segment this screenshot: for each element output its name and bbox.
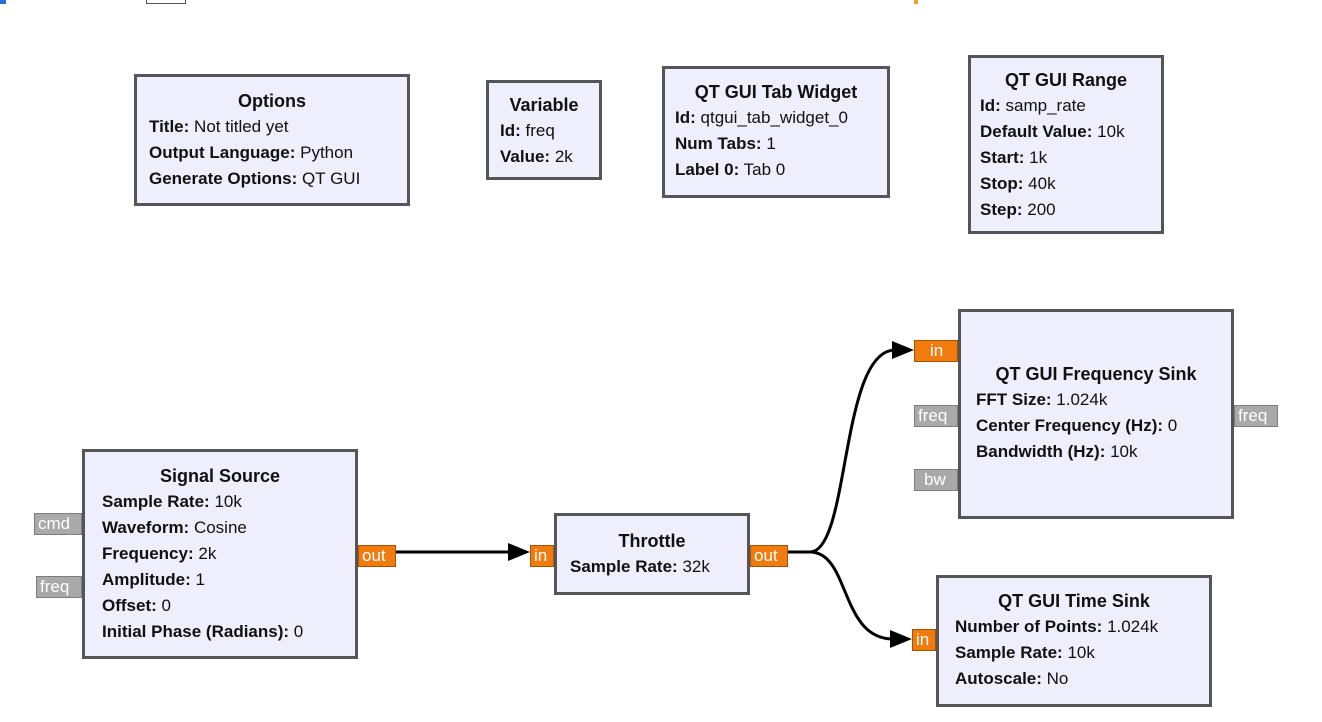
wire-throttle-to-freq-sink[interactable] (788, 348, 896, 554)
throttle-out-port[interactable]: out (750, 545, 788, 567)
param-row: Generate Options: QT GUI (149, 169, 361, 188)
param-row: Sample Rate: 32k (570, 557, 710, 576)
param-row: Id: freq (500, 121, 555, 140)
range-block[interactable]: QT GUI Range Id: samp_rate Default Value… (968, 55, 1164, 234)
param-row: Value: 2k (500, 147, 573, 166)
param-row: Title: Not titled yet (149, 117, 289, 136)
param-row: Sample Rate: 10k (955, 643, 1095, 662)
time-sink-block[interactable]: QT GUI Time Sink Number of Points: 1.024… (936, 575, 1212, 707)
toolbar-remnant-box (146, 0, 186, 4)
block-title: QT GUI Frequency Sink (995, 364, 1197, 384)
param-row: Waveform: Cosine (102, 518, 247, 537)
toolbar-remnant-left (0, 0, 6, 4)
time-sink-in-port[interactable]: in (912, 629, 936, 651)
tab-widget-block[interactable]: QT GUI Tab Widget Id: qtgui_tab_widget_0… (662, 66, 890, 198)
param-row: Bandwidth (Hz): 10k (976, 442, 1138, 461)
freq-sink-bw-port[interactable]: bw (914, 469, 958, 491)
throttle-block[interactable]: Throttle Sample Rate: 32k (554, 513, 750, 595)
param-row: Id: samp_rate (980, 96, 1086, 115)
signal-source-out-port[interactable]: out (358, 545, 396, 567)
param-row: Initial Phase (Radians): 0 (102, 622, 304, 641)
toolbar-remnant-orange (914, 0, 918, 4)
arrow-head-freq-sink-in (892, 341, 914, 359)
signal-source-block[interactable]: Signal Source Sample Rate: 10k Waveform:… (82, 449, 358, 659)
param-row: Default Value: 10k (980, 122, 1125, 141)
wire-throttle-to-time-sink[interactable] (809, 550, 894, 641)
block-title: Variable (509, 95, 579, 115)
options-block[interactable]: Options Title: Not titled yet Output Lan… (134, 74, 410, 206)
block-title: QT GUI Tab Widget (694, 82, 858, 102)
param-row: Label 0: Tab 0 (675, 160, 786, 179)
param-row: Start: 1k (980, 148, 1048, 167)
param-row: Autoscale: No (955, 669, 1069, 688)
freq-sink-in-port[interactable]: in (914, 340, 958, 362)
param-row: Id: qtgui_tab_widget_0 (675, 108, 848, 127)
freq-sink-freq-out-port[interactable]: freq (1234, 405, 1278, 427)
param-row: FFT Size: 1.024k (976, 390, 1108, 409)
freq-sink-block[interactable]: QT GUI Frequency Sink FFT Size: 1.024k C… (958, 309, 1234, 519)
param-row: Number of Points: 1.024k (955, 617, 1159, 636)
param-row: Step: 200 (980, 200, 1056, 219)
param-row: Amplitude: 1 (102, 570, 205, 589)
block-title: QT GUI Range (1004, 70, 1127, 90)
variable-block[interactable]: Variable Id: freq Value: 2k (486, 80, 602, 180)
freq-sink-freq-in-port[interactable]: freq (914, 405, 958, 427)
param-row: Num Tabs: 1 (675, 134, 776, 153)
block-title: QT GUI Time Sink (998, 591, 1150, 611)
param-row: Center Frequency (Hz): 0 (976, 416, 1178, 435)
block-title: Signal Source (159, 466, 281, 486)
block-title: Throttle (618, 531, 686, 551)
block-title: Options (238, 91, 306, 111)
param-row: Output Language: Python (149, 143, 354, 162)
arrow-head-throttle-in (508, 543, 530, 561)
signal-source-freq-port[interactable]: freq (36, 576, 82, 598)
throttle-in-port[interactable]: in (530, 545, 554, 567)
param-row: Frequency: 2k (102, 544, 217, 563)
signal-source-cmd-port[interactable]: cmd (34, 513, 82, 535)
param-row: Offset: 0 (102, 596, 171, 615)
arrow-head-time-sink-in (890, 630, 912, 648)
param-row: Sample Rate: 10k (102, 492, 242, 511)
param-row: Stop: 40k (980, 174, 1056, 193)
